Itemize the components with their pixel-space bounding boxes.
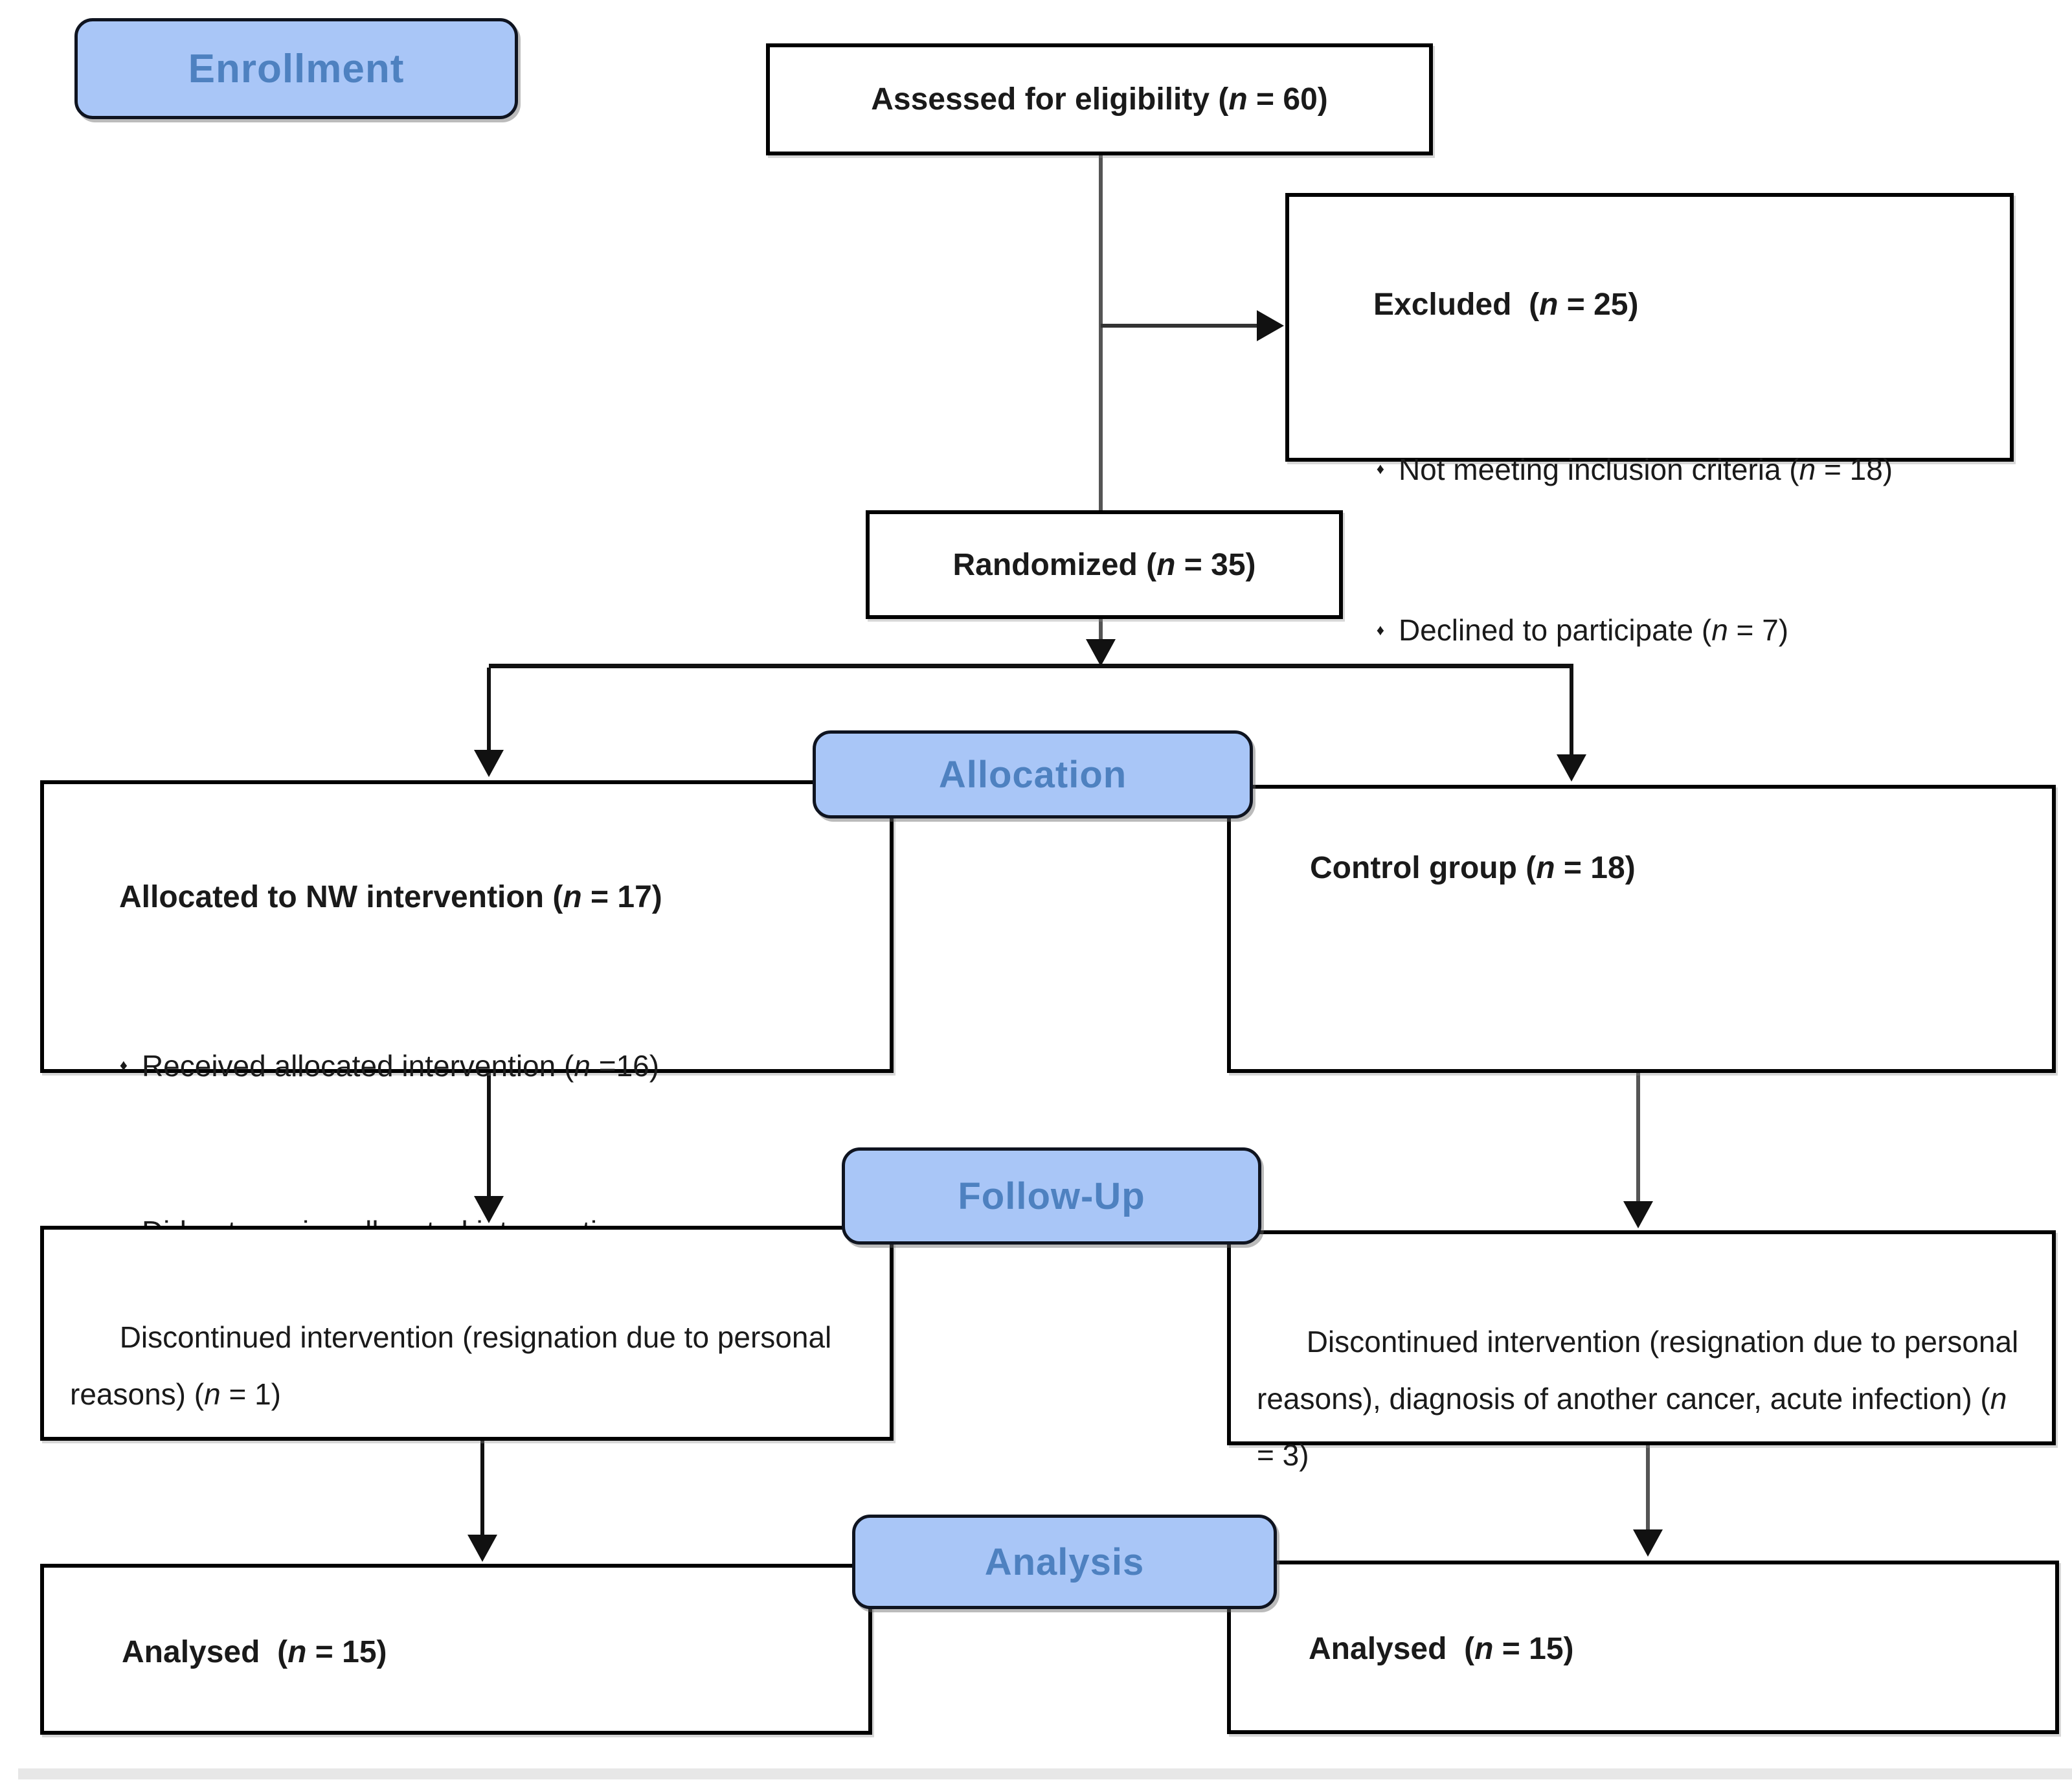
footer-bar (18, 1768, 2072, 1779)
excluded-title: Excluded (n = 25) (1322, 221, 1990, 389)
connector-to-excluded (1101, 324, 1259, 328)
excluded-bullet-1-text: Not meeting inclusion criteria (n = 18) (1398, 452, 1893, 486)
alloc-right-title-text: Control group (n = 18) (1310, 851, 1636, 885)
analysis-left-box: Analysed (n = 15) (40, 1564, 872, 1735)
randomized-text: Randomized (n = 35) (952, 547, 1256, 582)
analysis-label: Analysis (984, 1540, 1145, 1583)
assessed-box: Assessed for eligibility (n = 60) (766, 43, 1433, 155)
an-right-title-text: Analysed (n = 15) (1309, 1632, 1574, 1666)
allocation-label: Allocation (938, 753, 1127, 796)
excluded-bullet-2-text: Declined to participate (n = 7) (1398, 613, 1789, 648)
fu-left-text: Discontinued intervention (resignation d… (70, 1253, 861, 1480)
enrollment-label: Enrollment (188, 46, 405, 91)
stage-label-allocation: Allocation (813, 730, 1253, 818)
fu-right-text-content: Discontinued intervention (resignation d… (1257, 1325, 2027, 1472)
arrowhead-an-left-icon (467, 1535, 497, 1562)
diamond-bullet-icon: ♦ (119, 1057, 128, 1075)
an-left-title: Analysed (n = 15) (70, 1599, 849, 1706)
allocation-intervention-box: Allocated to NW intervention (n = 17) ♦ R… (40, 780, 894, 1414)
arrowhead-branch-icon (1086, 639, 1116, 666)
alloc-left-title: Allocated to NW intervention (n = 17) (67, 811, 870, 984)
connector-allocright-to-furight (1636, 1073, 1640, 1202)
an-left-title-text: Analysed (n = 15) (122, 1635, 387, 1669)
stage-label-enrollment: Enrollment (74, 18, 518, 119)
alloc-left-bullet-1-text: Received allocated intervention (n =16) (141, 1049, 660, 1083)
fu-left-text-content: Discontinued intervention (resignation d… (70, 1320, 840, 1411)
followup-label: Follow-Up (958, 1175, 1145, 1217)
control-group-box: Control group (n = 18) (1227, 785, 2056, 1073)
connector-branch-horizontal (489, 664, 1573, 668)
randomized-box: Randomized (n = 35) (866, 510, 1343, 619)
arrowhead-an-right-icon (1633, 1529, 1663, 1557)
arrowhead-alloc-right-icon (1557, 754, 1586, 782)
alloc-left-title-text: Allocated to NW intervention (n = 17) (119, 879, 662, 914)
excluded-title-text: Excluded (n = 25) (1373, 288, 1639, 322)
diamond-bullet-icon: ♦ (1376, 460, 1384, 479)
connector-allocleft-to-fuleft (487, 1073, 491, 1197)
connector-randomized-to-branch (1099, 618, 1103, 643)
alloc-right-title: Control group (n = 18) (1258, 815, 2033, 921)
connector-branch-left-vertical (487, 668, 491, 752)
arrowhead-alloc-left-icon (474, 750, 504, 777)
arrowhead-excluded-icon (1257, 310, 1284, 341)
alloc-left-bullet-1: ♦ Received allocated intervention (n =16) (70, 984, 870, 1149)
stage-label-analysis: Analysis (852, 1515, 1277, 1609)
excluded-bullet-1: ♦ Not meeting inclusion criteria (n = 18) (1327, 389, 1990, 550)
connector-assessed-to-randomized (1099, 155, 1103, 510)
connector-fuleft-to-anleft (480, 1441, 484, 1536)
fu-right-text: Discontinued intervention (resignation d… (1257, 1258, 2026, 1540)
connector-branch-right-vertical (1570, 668, 1573, 756)
excluded-box: Excluded (n = 25) ♦ Not meeting inclusion… (1285, 193, 2014, 647)
diamond-bullet-icon: ♦ (1376, 621, 1384, 639)
followup-right-box: Discontinued intervention (resignation d… (1227, 1230, 2056, 1472)
arrowhead-fu-left-icon (474, 1196, 504, 1223)
stage-label-followup: Follow-Up (842, 1147, 1261, 1245)
assessed-text: Assessed for eligibility (n = 60) (871, 82, 1328, 117)
an-right-title: Analysed (n = 15) (1257, 1596, 2036, 1702)
excluded-bullet-2: ♦ Declined to participate (n = 7) (1327, 550, 1990, 711)
analysis-right-box: Analysed (n = 15) (1227, 1561, 2059, 1734)
connector-furight-to-anright (1646, 1445, 1650, 1531)
followup-left-box: Discontinued intervention (resignation d… (40, 1226, 894, 1441)
arrowhead-fu-right-icon (1623, 1201, 1653, 1228)
